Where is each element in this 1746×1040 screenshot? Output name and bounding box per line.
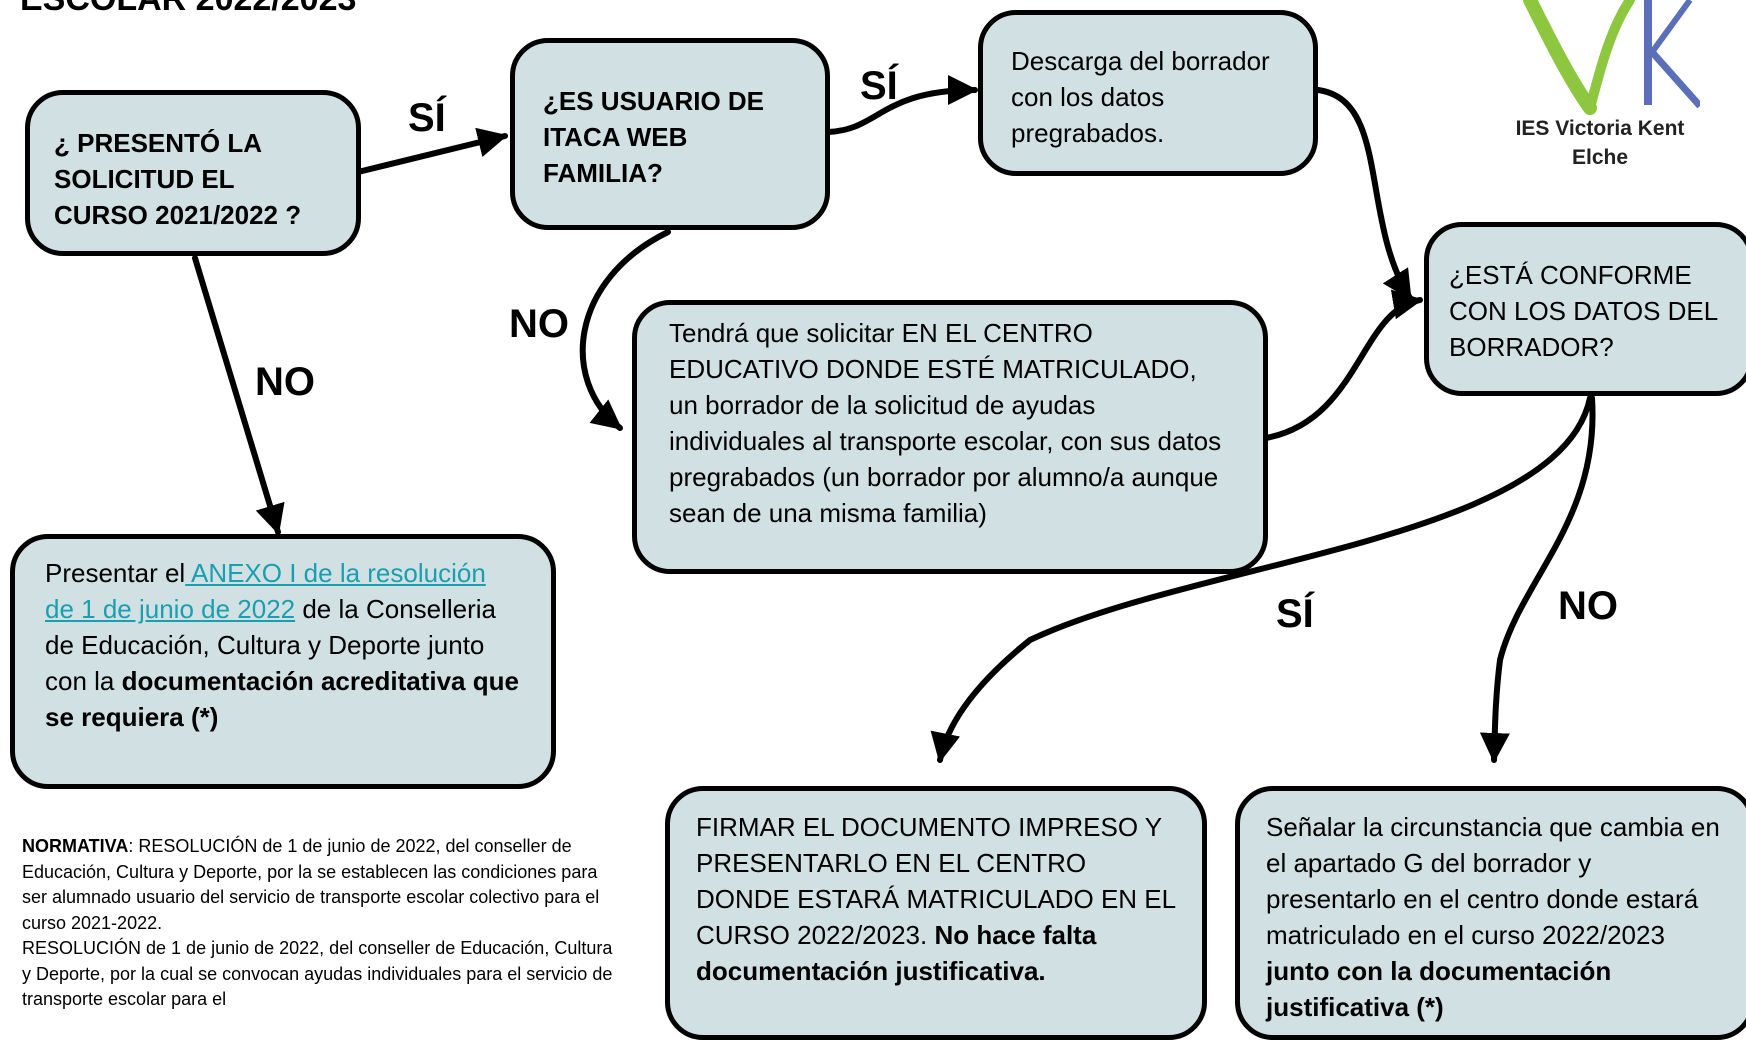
annex-pre: Presentar el — [45, 558, 186, 588]
arrow-q1-yes — [355, 127, 508, 175]
question-presented-2021: ¿ PRESENTÓ LA SOLICITUD EL CURSO 2021/20… — [25, 90, 361, 256]
change-bold: junto con la documentación justificativa… — [1266, 956, 1612, 1022]
sign-bold: No hace falta documentación justificativ… — [696, 920, 1097, 986]
label-no-3: NO — [1558, 584, 1618, 628]
logo-line1: IES Victoria Kent — [1515, 117, 1685, 140]
normativa-line2: RESOLUCIÓN de 1 de junio de 2022, del co… — [22, 938, 613, 1009]
sign-document-box: FIRMAR EL DOCUMENTO IMPRESO Y PRESENTARL… — [665, 786, 1207, 1040]
logo-line2: Elche — [1571, 146, 1629, 169]
arrow-q2-yes — [825, 75, 978, 135]
arrow-q3-yes — [930, 395, 1593, 763]
label-yes-1: SÍ — [408, 96, 446, 140]
school-logo-icon — [1523, 0, 1700, 115]
logo-caption: IES Victoria Kent Elche — [1486, 114, 1714, 172]
arrow-q3-no — [1479, 395, 1596, 763]
arrow-download-to-q3 — [1315, 87, 1413, 301]
arrow-q2-no — [579, 229, 671, 431]
change-circumstance-box: Señalar la circunstancia que cambia en e… — [1235, 786, 1746, 1040]
label-yes-3: SÍ — [1276, 592, 1314, 636]
label-no-1: NO — [255, 360, 315, 404]
arrow-request-to-q3 — [1263, 289, 1423, 441]
change-text: Señalar la circunstancia que cambia en e… — [1266, 812, 1720, 950]
annex-bold: documentación acreditativa que se requie… — [45, 666, 519, 732]
label-no-2: NO — [509, 302, 569, 346]
question-itaca-user: ¿ES USUARIO DE ITACA WEB FAMILIA? — [510, 38, 830, 230]
question-agree-draft: ¿ESTÁ CONFORME CON LOS DATOS DEL BORRADO… — [1424, 222, 1746, 396]
label-yes-2: SÍ — [860, 64, 898, 108]
arrow-q1-no — [192, 255, 285, 535]
sign-text: FIRMAR EL DOCUMENTO IMPRESO Y PRESENTARL… — [696, 812, 1176, 950]
page-title: ESCOLAR 2022/2023 — [20, 0, 356, 16]
download-draft-box: Descarga del borrador con los datos preg… — [978, 10, 1318, 176]
normativa-line1: : RESOLUCIÓN de 1 de junio de 2022, del … — [22, 836, 600, 933]
annex-link[interactable]: ANEXO I de la resolución de 1 de junio d… — [45, 558, 486, 624]
annex-mid: de la Conselleria de Educación, Cultura … — [45, 594, 497, 696]
request-draft-box: Tendrá que solicitar EN EL CENTRO EDUCAT… — [632, 300, 1268, 574]
normativa-text: NORMATIVA: RESOLUCIÓN de 1 de junio de 2… — [22, 834, 622, 1013]
annex-box: Presentar el ANEXO I de la resolución de… — [10, 534, 556, 789]
normativa-label: NORMATIVA — [22, 836, 129, 856]
